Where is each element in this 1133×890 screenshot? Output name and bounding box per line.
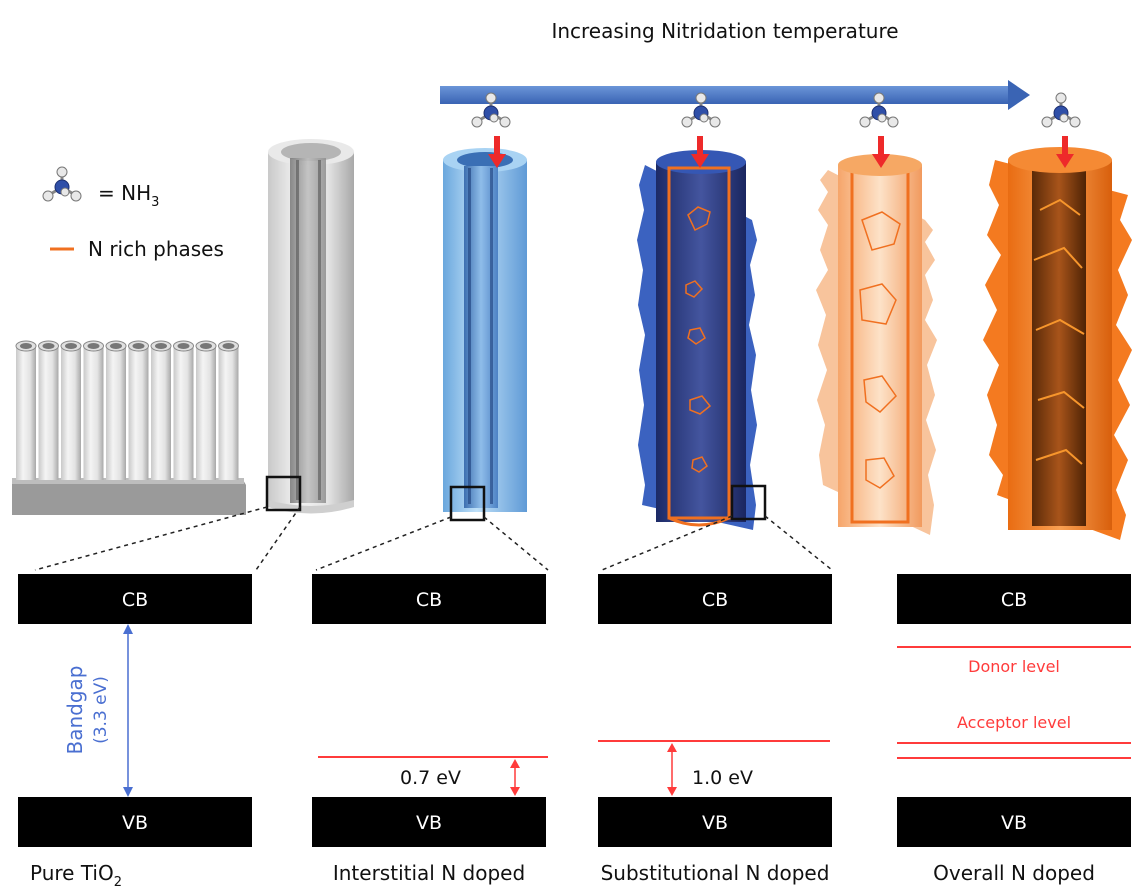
caption-interstitial: Interstitial N doped bbox=[333, 861, 525, 885]
caption-overall: Overall N doped bbox=[933, 861, 1095, 885]
band-panel-3: CB 1.0 eV VB Substitutional N doped bbox=[598, 574, 832, 885]
gap-label: 0.7 eV bbox=[400, 767, 461, 789]
array-tube bbox=[106, 346, 126, 480]
caption-pure-tio2: Pure TiO2 bbox=[30, 861, 122, 890]
vb-label: VB bbox=[1001, 812, 1027, 834]
tube-peach bbox=[816, 154, 937, 535]
vb-label: VB bbox=[416, 812, 442, 834]
array-tube-hole bbox=[87, 343, 100, 349]
nanotube-array-illustration bbox=[12, 340, 246, 515]
tube-substitutional bbox=[637, 150, 757, 530]
nh3-molecule-icon bbox=[41, 165, 83, 203]
array-tube-hole bbox=[132, 343, 145, 349]
array-tube-hole bbox=[200, 343, 212, 349]
vb-label: VB bbox=[122, 812, 148, 834]
array-tube bbox=[151, 346, 171, 480]
caption-substitutional: Substitutional N doped bbox=[601, 861, 830, 885]
array-tube bbox=[196, 346, 216, 480]
array-tube bbox=[128, 346, 149, 480]
legend-nh3-label: = NH3 bbox=[98, 181, 159, 210]
gap-label: 1.0 eV bbox=[692, 767, 753, 789]
array-tube-hole bbox=[177, 343, 190, 349]
cb-label: CB bbox=[1001, 589, 1027, 611]
zoom-box-3 bbox=[730, 484, 767, 521]
legend-n-rich-label: N rich phases bbox=[88, 237, 224, 261]
array-tube-hole bbox=[222, 343, 235, 349]
nh3-molecule-icon bbox=[1040, 91, 1082, 129]
array-tube bbox=[173, 346, 194, 480]
array-tube bbox=[61, 346, 81, 480]
tube-interstitial bbox=[443, 148, 527, 512]
band-panel-1: CB VB Bandgap (3.3 eV) Pure TiO2 bbox=[18, 574, 252, 890]
array-tube-hole bbox=[42, 343, 55, 349]
nitridation-arrow bbox=[440, 80, 1030, 110]
tube-pure-tio2 bbox=[268, 139, 354, 514]
bandgap-label: Bandgap bbox=[63, 666, 87, 755]
array-tube-hole bbox=[110, 343, 122, 349]
band-panel-4: CB Donor level Acceptor level VB Overall… bbox=[897, 574, 1131, 885]
band-panel-2: CB 0.7 eV VB Interstitial N doped bbox=[312, 574, 548, 885]
zoom-box-1 bbox=[265, 475, 302, 512]
array-tube-hole bbox=[155, 343, 167, 349]
bandgap-value: (3.3 eV) bbox=[91, 676, 111, 744]
zoom-box-2 bbox=[449, 485, 486, 522]
array-tube-hole bbox=[20, 343, 32, 349]
cb-label: CB bbox=[416, 589, 442, 611]
array-tube bbox=[16, 346, 36, 480]
array-tube bbox=[83, 346, 104, 480]
cb-label: CB bbox=[122, 589, 148, 611]
zoom-lines bbox=[34, 506, 833, 571]
array-tube-hole bbox=[65, 343, 77, 349]
nitridation-arrow-label: Increasing Nitridation temperature bbox=[551, 19, 898, 43]
tube-orange bbox=[983, 147, 1132, 540]
array-tube bbox=[38, 346, 59, 480]
vb-label: VB bbox=[702, 812, 728, 834]
cb-label: CB bbox=[702, 589, 728, 611]
array-tube bbox=[218, 346, 239, 480]
acceptor-level-label: Acceptor level bbox=[957, 713, 1071, 732]
donor-level-label: Donor level bbox=[968, 657, 1060, 676]
